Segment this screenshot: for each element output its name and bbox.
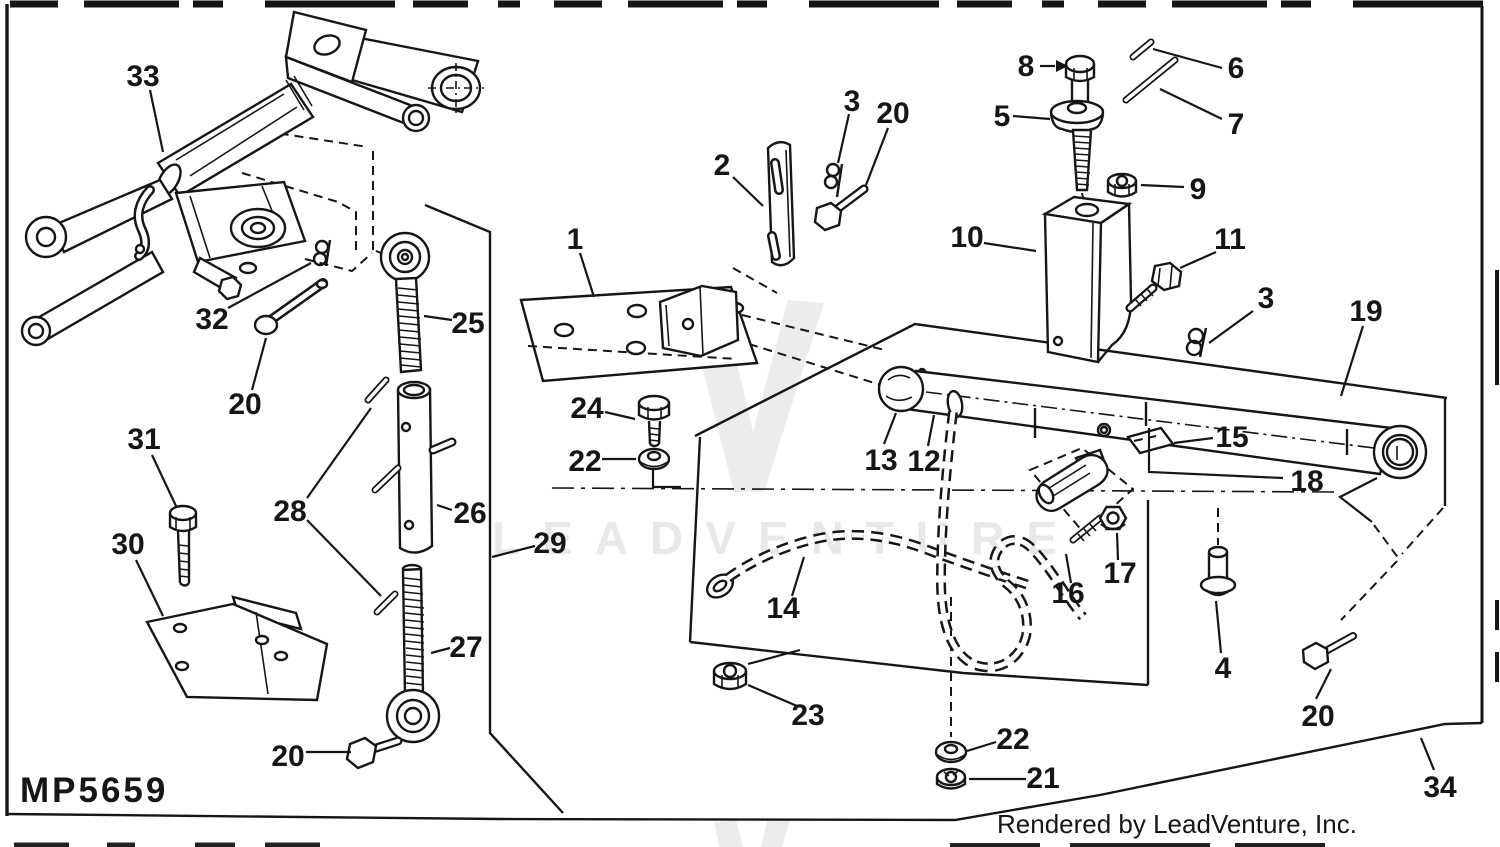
chain-adjuster-16 <box>1035 448 1109 544</box>
part-label-5-16: 5 <box>994 100 1011 133</box>
part-label-33-0: 33 <box>126 60 159 93</box>
part-label-4-34: 4 <box>1215 652 1232 685</box>
nut-9 <box>1106 172 1138 198</box>
check-chains <box>705 411 1087 673</box>
part-label-20-14: 20 <box>876 97 909 130</box>
drawing-code: MP5659 <box>20 771 168 810</box>
washer-22-bottom <box>934 740 968 764</box>
bolt-24 <box>637 394 671 448</box>
part-label-18-31: 18 <box>1290 465 1323 498</box>
roll-pin-7 <box>1122 56 1179 104</box>
part-label-32-1: 32 <box>195 303 228 336</box>
part-label-29-9: 29 <box>533 527 566 560</box>
part-label-17-33: 17 <box>1103 557 1136 590</box>
part-label-31-4: 31 <box>127 423 160 456</box>
part-label-22-28: 22 <box>996 723 1029 756</box>
part-label-26-7: 26 <box>453 497 486 530</box>
part-label-12-25: 12 <box>907 445 940 478</box>
link-tube-26 <box>396 380 457 554</box>
r-clip-3-right <box>1185 327 1208 358</box>
part-label-34-36: 34 <box>1423 771 1457 804</box>
part-label-14-26: 14 <box>766 592 800 625</box>
part-label-22-38: 22 <box>568 445 601 478</box>
inset-boundary <box>424 203 564 814</box>
link-rod-end-25 <box>379 231 431 374</box>
part-label-11-21: 11 <box>1214 223 1246 256</box>
bolt-20-right <box>1301 632 1357 671</box>
page-border <box>5 0 1499 847</box>
part-label-8-15: 8 <box>1018 50 1035 83</box>
bracket-10 <box>1041 195 1133 364</box>
part-label-16-32: 16 <box>1051 577 1084 610</box>
credit-text: Rendered by LeadVenture, Inc. <box>997 809 1357 839</box>
watermark-text: LEADVENTURE <box>492 512 1079 564</box>
part-label-9-19: 9 <box>1190 173 1207 206</box>
part-label-1-11: 1 <box>567 223 584 256</box>
part-33-lift-assembly <box>20 10 484 347</box>
part-label-24-37: 24 <box>570 392 604 425</box>
part-label-25-3: 25 <box>451 307 484 340</box>
bolt-11 <box>1125 261 1183 313</box>
part-label-23-27: 23 <box>791 699 824 732</box>
strap-2 <box>766 140 796 267</box>
bracket-plate-30 <box>145 595 329 702</box>
roll-pin-6 <box>1129 38 1155 61</box>
washer-5 <box>1049 99 1105 134</box>
part-label-27-8: 27 <box>449 631 482 664</box>
part-label-20-35: 20 <box>1301 700 1334 733</box>
stud-8 <box>1064 54 1096 102</box>
part-label-3-13: 3 <box>844 85 861 118</box>
nut-21 <box>935 767 967 790</box>
r-clip-3-top <box>823 162 844 198</box>
part-label-20-10: 20 <box>271 740 304 773</box>
anchor-bracket-on-plate <box>658 284 740 358</box>
hitch-frame-outline <box>551 267 1448 737</box>
arrow-head-8 <box>1056 60 1068 72</box>
part-label-15-30: 15 <box>1215 421 1248 454</box>
part-label-19-23: 19 <box>1349 295 1382 328</box>
part-label-10-20: 10 <box>950 221 983 254</box>
washer-22-left <box>637 447 671 471</box>
draft-arm <box>877 365 1428 480</box>
part-label-13-24: 13 <box>864 444 897 477</box>
leader-lines <box>135 47 1436 781</box>
bolt-20-bottom-left <box>345 736 403 770</box>
part-label-30-5: 30 <box>111 528 144 561</box>
bolt-31 <box>168 504 198 587</box>
part-label-2-12: 2 <box>714 149 731 182</box>
bolt-20-top <box>813 184 869 232</box>
part-label-28-6: 28 <box>273 495 306 528</box>
part-label-6-17: 6 <box>1228 52 1245 85</box>
stud-8-threads <box>1071 128 1093 207</box>
pin-4 <box>1199 545 1237 597</box>
r-clip-32 <box>312 239 332 267</box>
part-label-7-18: 7 <box>1228 108 1245 141</box>
nut-23 <box>712 661 748 691</box>
nut-17 <box>1098 505 1128 531</box>
leadventure-watermark: LEADVENTURE <box>492 300 1079 847</box>
spring-pins-28 <box>364 376 402 616</box>
part-label-20-2: 20 <box>228 388 261 421</box>
link-rod-end-27 <box>385 563 441 744</box>
clevis-pin-32 <box>253 278 329 336</box>
part-label-3-22: 3 <box>1258 282 1275 315</box>
part-label-21-29: 21 <box>1026 762 1059 795</box>
